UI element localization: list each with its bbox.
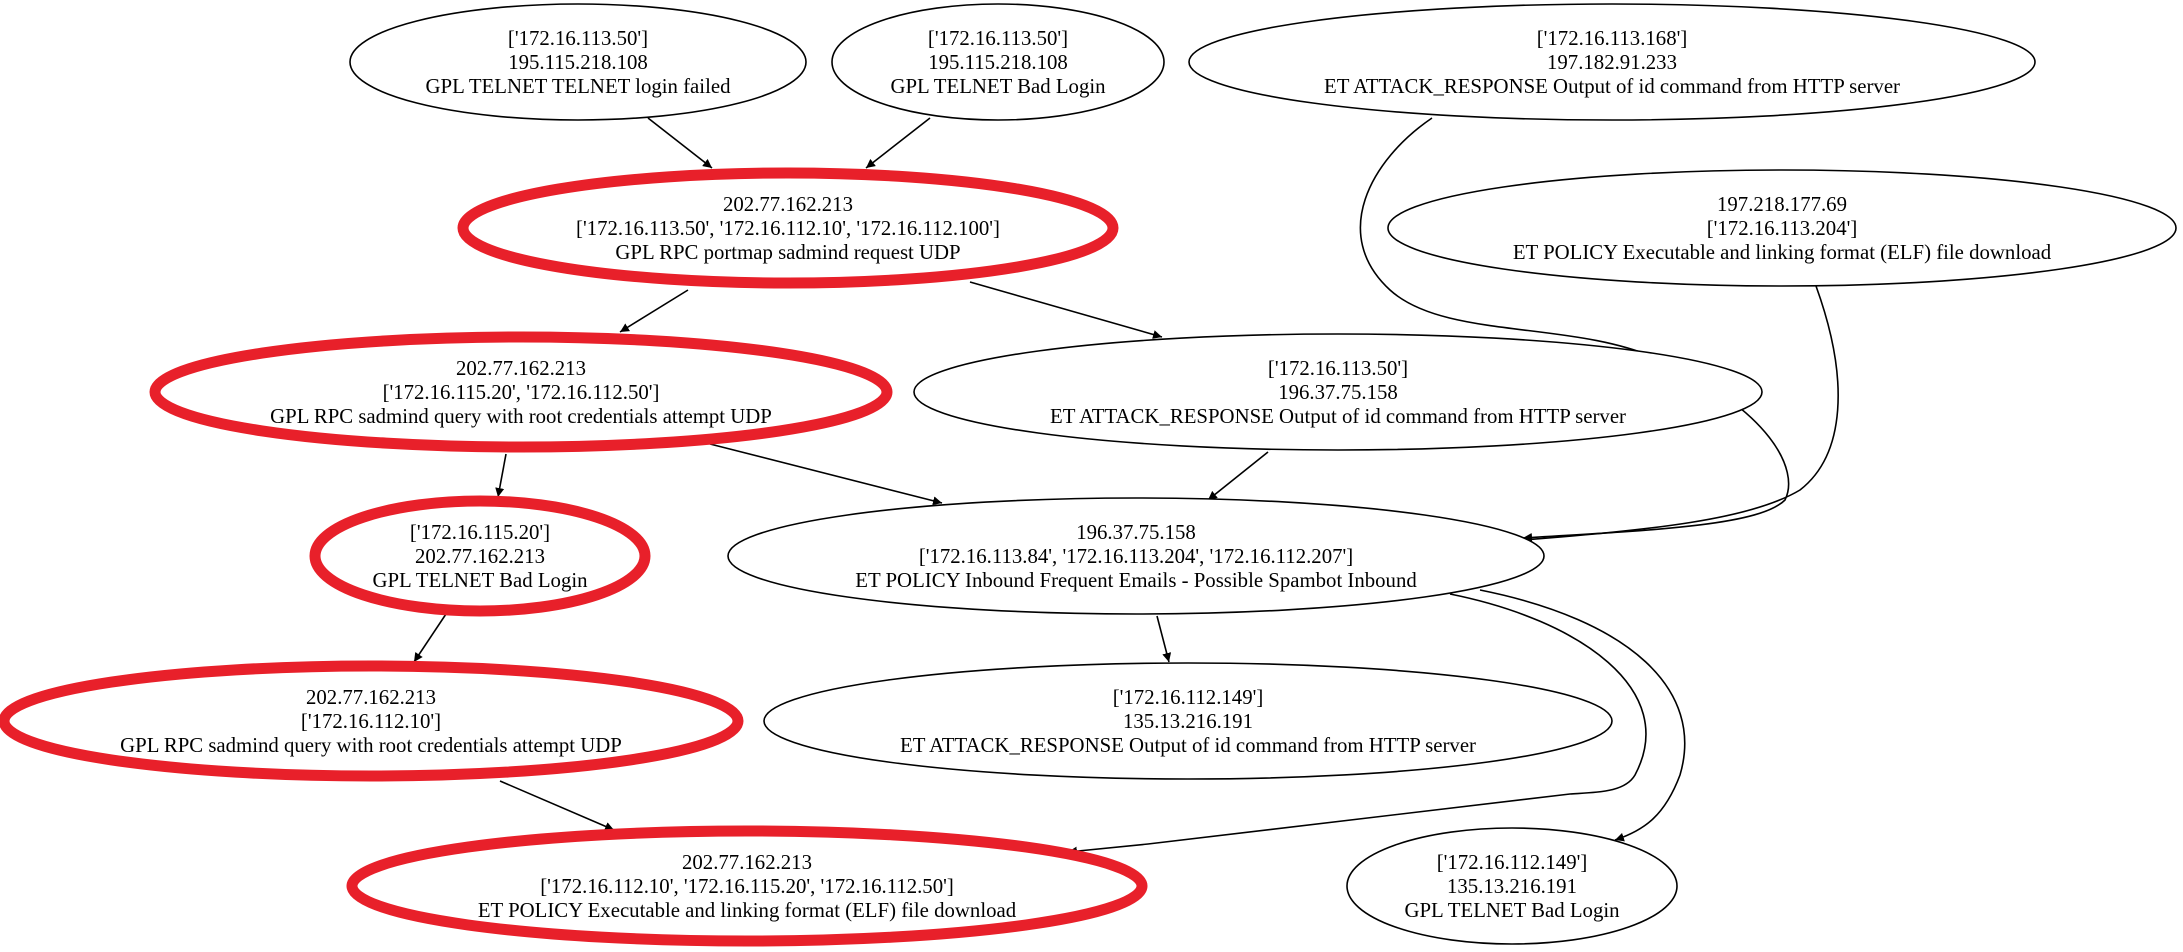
edge-n4-n7	[969, 281, 1163, 339]
edge-n9-n13	[1479, 589, 1686, 842]
node-ellipse	[349, 3, 807, 121]
node-line-source: 202.77.162.213	[682, 851, 812, 874]
edge-n5-n9	[1522, 285, 1839, 544]
edge-n1-n4	[647, 117, 713, 169]
alert-node-n6-highlighted: 202.77.162.213['172.16.115.20', '172.16.…	[149, 331, 893, 453]
node-line-signature: GPL RPC sadmind query with root credenti…	[270, 405, 772, 428]
node-line-source: ['172.16.112.149']	[1113, 686, 1264, 709]
node-line-signature: GPL TELNET Bad Login	[372, 569, 588, 592]
edge-n2-n4	[865, 117, 931, 169]
node-line-target: 202.77.162.213	[415, 545, 545, 568]
node-line-target: 135.13.216.191	[1447, 875, 1577, 898]
node-line-target: ['172.16.112.10']	[301, 710, 441, 733]
alert-node-n12-highlighted: 202.77.162.213['172.16.112.10', '172.16.…	[346, 825, 1148, 947]
alert-node-n10-highlighted: 202.77.162.213['172.16.112.10']GPL RPC s…	[0, 660, 744, 782]
node-line-signature: GPL TELNET Bad Login	[1404, 899, 1620, 922]
node-line-source: 197.218.177.69	[1717, 193, 1847, 216]
alert-node-n4-highlighted: 202.77.162.213['172.16.113.50', '172.16.…	[457, 167, 1119, 289]
node-line-source: 196.37.75.158	[1076, 521, 1196, 544]
node-line-source: 202.77.162.213	[306, 686, 436, 709]
edge-n4-n6	[619, 289, 689, 333]
node-line-source: ['172.16.113.50']	[1268, 357, 1408, 380]
node-ellipse	[913, 333, 1763, 451]
edge-n7-n9	[1207, 451, 1269, 501]
node-ellipse	[831, 3, 1165, 121]
node-ellipse	[727, 497, 1545, 615]
node-line-source: ['172.16.113.50']	[508, 27, 648, 50]
node-line-source: ['172.16.113.168']	[1537, 27, 1688, 50]
edge-n6-n8	[495, 453, 507, 498]
node-line-signature: GPL TELNET TELNET login failed	[426, 75, 732, 98]
node-line-signature: ET ATTACK_RESPONSE Output of id command …	[1324, 75, 1900, 98]
alert-node-n9: 196.37.75.158['172.16.113.84', '172.16.1…	[727, 497, 1545, 615]
edge-n9-n11	[1156, 615, 1172, 663]
node-line-signature: ET ATTACK_RESPONSE Output of id command …	[900, 734, 1476, 757]
node-line-target: 195.115.218.108	[508, 51, 648, 74]
node-line-signature: GPL RPC portmap sadmind request UDP	[615, 241, 960, 264]
node-line-signature: ET POLICY Executable and linking format …	[1513, 241, 2052, 264]
node-line-target: ['172.16.113.50', '172.16.112.10', '172.…	[576, 217, 1000, 240]
node-ellipse	[346, 825, 1148, 947]
node-ellipse	[309, 495, 651, 617]
node-line-target: 195.115.218.108	[928, 51, 1068, 74]
alert-node-n5: 197.218.177.69['172.16.113.204']ET POLIC…	[1387, 169, 2177, 287]
node-ellipse	[763, 662, 1613, 780]
edge-n10-n12	[499, 780, 615, 831]
node-line-signature: ET ATTACK_RESPONSE Output of id command …	[1050, 405, 1626, 428]
node-ellipse	[149, 331, 893, 453]
edge-n8-n10	[413, 613, 447, 663]
node-line-source: 202.77.162.213	[723, 193, 853, 216]
node-ellipse	[0, 660, 744, 782]
node-line-source: ['172.16.113.50']	[928, 27, 1068, 50]
node-line-target: ['172.16.112.10', '172.16.115.20', '172.…	[540, 875, 954, 898]
node-line-signature: GPL TELNET Bad Login	[890, 75, 1106, 98]
node-line-target: ['172.16.113.204']	[1707, 217, 1858, 240]
edge-n9-n12	[1067, 593, 1647, 856]
node-line-target: 196.37.75.158	[1278, 381, 1398, 404]
node-ellipse	[1387, 169, 2177, 287]
node-ellipse	[457, 167, 1119, 289]
node-line-signature: ET POLICY Inbound Frequent Emails - Poss…	[855, 569, 1417, 592]
node-ellipse	[1346, 827, 1678, 945]
node-line-signature: GPL RPC sadmind query with root credenti…	[120, 734, 622, 757]
node-line-source: 202.77.162.213	[456, 357, 586, 380]
node-line-target: ['172.16.113.84', '172.16.113.204', '172…	[919, 545, 1353, 568]
node-line-source: ['172.16.115.20']	[410, 521, 550, 544]
node-line-target: 197.182.91.233	[1547, 51, 1677, 74]
node-line-target: ['172.16.115.20', '172.16.112.50']	[383, 381, 660, 404]
node-line-signature: ET POLICY Executable and linking format …	[478, 899, 1017, 922]
node-ellipse	[1188, 3, 2036, 121]
edge-n6-n9	[709, 443, 943, 506]
node-line-source: ['172.16.112.149']	[1437, 851, 1588, 874]
node-line-target: 135.13.216.191	[1123, 710, 1253, 733]
